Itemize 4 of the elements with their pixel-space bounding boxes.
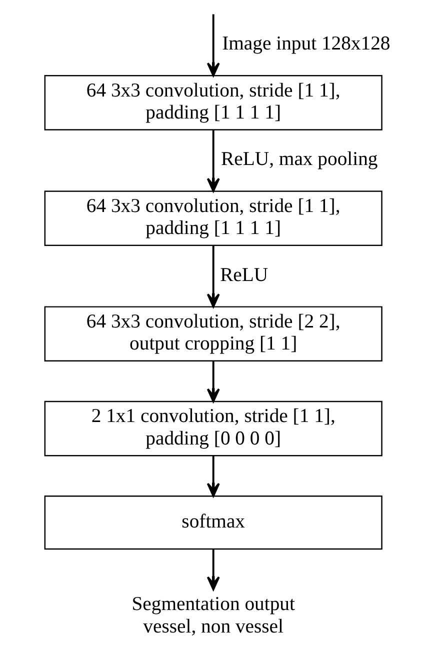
edge-label: Image input 128x128: [222, 32, 390, 55]
edge-label: ReLU: [220, 264, 268, 286]
node-text: Segmentation output vessel, non vessel: [131, 593, 294, 638]
edge-label: ReLU, max pooling: [220, 148, 378, 170]
